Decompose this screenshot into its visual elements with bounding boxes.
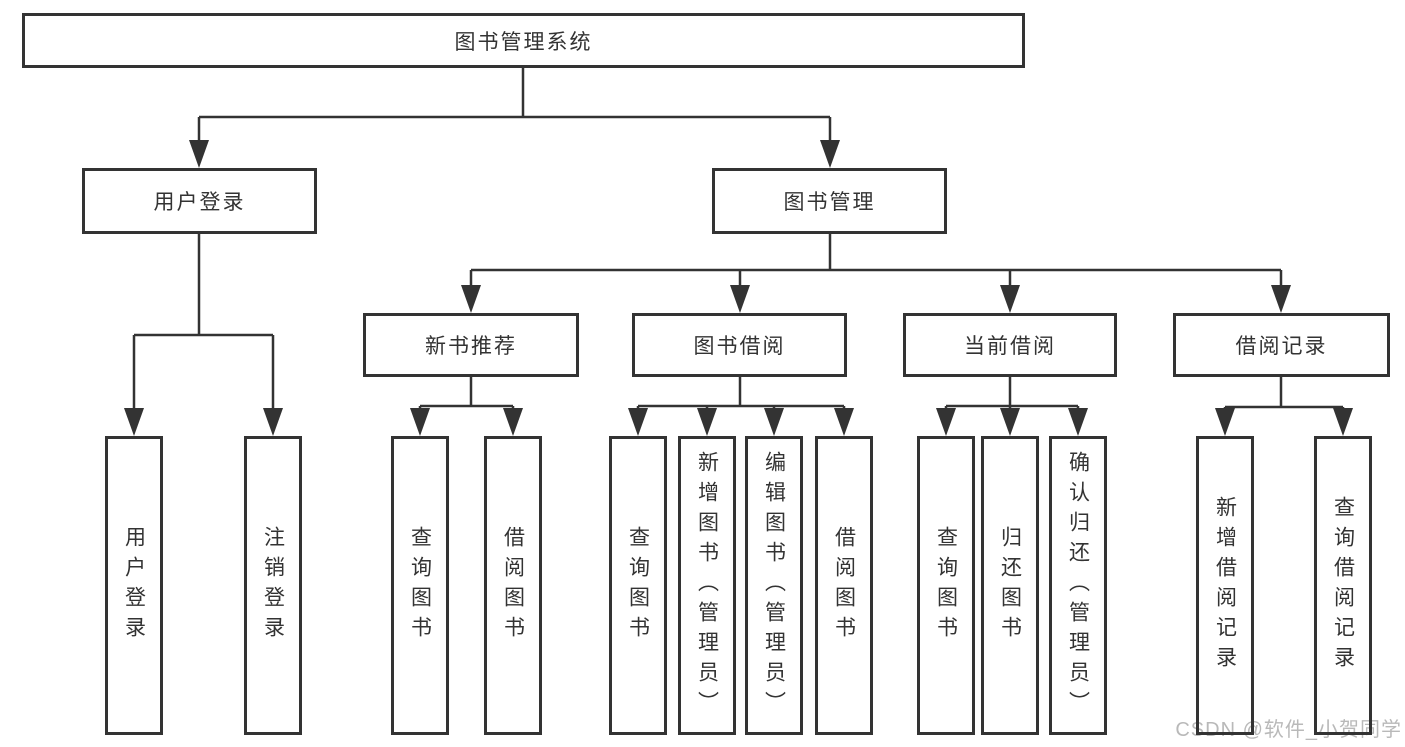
node-user-login: 用户登录 — [82, 168, 317, 234]
leaf-borrow-borrow: 借阅图书 — [815, 436, 873, 735]
leaf-record-query: 查询借阅记录 — [1314, 436, 1372, 735]
leaf-current-query-label: 查询图书 — [934, 525, 958, 646]
node-root-label: 图书管理系统 — [454, 30, 593, 54]
arrowhead-icon — [1271, 285, 1291, 313]
arrowhead-icon — [1000, 285, 1020, 313]
csdn-watermark: CSDN @软件_小贺同学 — [1175, 719, 1402, 741]
leaf-current-confirm: 确认归还（管理员） — [1049, 436, 1107, 735]
leaf-logout-label: 注销登录 — [261, 525, 285, 646]
node-new-books-label: 新书推荐 — [425, 335, 517, 358]
arrowhead-icon — [1215, 408, 1235, 436]
leaf-borrow-query: 查询图书 — [609, 436, 667, 735]
arrowhead-icon — [189, 140, 209, 168]
node-book-mgmt-label: 图书管理 — [783, 191, 876, 214]
leaf-newbook-query-label: 查询图书 — [408, 525, 432, 646]
node-book-borrow: 图书借阅 — [632, 313, 847, 377]
leaf-user-login-label: 用户登录 — [122, 525, 146, 646]
node-book-mgmt: 图书管理 — [712, 168, 947, 234]
arrowhead-icon — [263, 408, 283, 436]
leaf-newbook-borrow: 借阅图书 — [484, 436, 542, 735]
node-book-borrow-label: 图书借阅 — [693, 335, 786, 358]
node-new-books: 新书推荐 — [363, 313, 579, 377]
leaf-borrow-query-label: 查询图书 — [626, 525, 650, 646]
arrowhead-icon — [1068, 408, 1088, 436]
leaf-borrow-add: 新增图书（管理员） — [678, 436, 736, 735]
leaf-current-query: 查询图书 — [917, 436, 975, 735]
arrowhead-icon — [503, 408, 523, 436]
leaf-record-query-label: 查询借阅记录 — [1331, 495, 1355, 676]
arrowhead-icon — [1333, 408, 1353, 436]
arrowhead-icon — [628, 408, 648, 436]
arrowhead-icon — [1000, 408, 1020, 436]
leaf-borrow-add-label: 新增图书（管理员） — [695, 450, 719, 721]
arrowhead-icon — [410, 408, 430, 436]
arrowhead-icon — [697, 408, 717, 436]
node-borrow-records: 借阅记录 — [1173, 313, 1390, 377]
node-current-borrow: 当前借阅 — [903, 313, 1117, 377]
node-user-login-label: 用户登录 — [153, 191, 246, 214]
leaf-current-return: 归还图书 — [981, 436, 1039, 735]
arrowhead-icon — [461, 285, 481, 313]
arrowhead-icon — [834, 408, 854, 436]
arrowhead-icon — [730, 285, 750, 313]
node-root: 图书管理系统 — [22, 13, 1025, 68]
leaf-logout: 注销登录 — [244, 436, 302, 735]
arrowhead-icon — [764, 408, 784, 436]
node-borrow-records-label: 借阅记录 — [1235, 335, 1328, 358]
leaf-record-add-label: 新增借阅记录 — [1213, 495, 1237, 676]
arrowhead-icon — [820, 140, 840, 168]
leaf-borrow-edit: 编辑图书（管理员） — [745, 436, 803, 735]
arrowhead-icon — [124, 408, 144, 436]
leaf-newbook-query: 查询图书 — [391, 436, 449, 735]
arrowhead-icon — [936, 408, 956, 436]
leaf-current-confirm-label: 确认归还（管理员） — [1066, 450, 1090, 721]
leaf-borrow-borrow-label: 借阅图书 — [832, 525, 856, 646]
leaf-current-return-label: 归还图书 — [998, 525, 1022, 646]
node-current-borrow-label: 当前借阅 — [964, 335, 1056, 358]
leaf-record-add: 新增借阅记录 — [1196, 436, 1254, 735]
leaf-newbook-borrow-label: 借阅图书 — [501, 525, 525, 646]
leaf-borrow-edit-label: 编辑图书（管理员） — [762, 450, 786, 721]
leaf-user-login: 用户登录 — [105, 436, 163, 735]
